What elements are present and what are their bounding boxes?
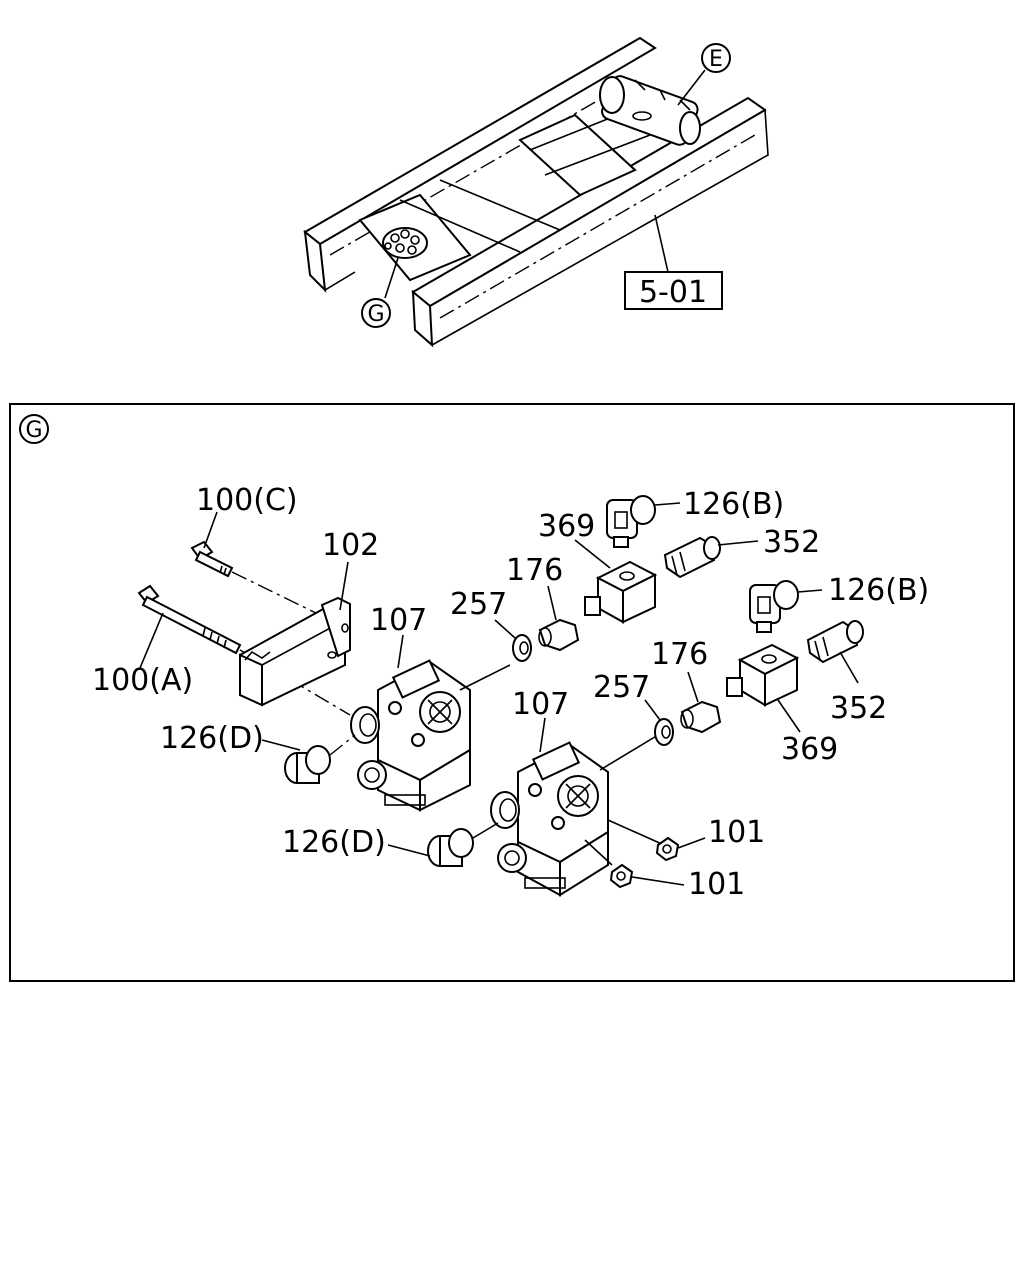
label-valve-107-upper: 107 <box>370 603 427 638</box>
valve-107-upper <box>350 634 511 812</box>
label-adapter-176-upper: 176 <box>506 553 563 588</box>
label-bolt-100-c: 100(C) <box>196 483 298 518</box>
reference-box-5-01[interactable]: 5-01 <box>624 214 723 310</box>
washer-257-upper <box>494 619 532 662</box>
callout-g[interactable]: G <box>361 298 391 328</box>
label-bracket-102: 102 <box>322 528 379 563</box>
plug-126-d-upper <box>261 734 356 784</box>
label-fitting-352-lower: 352 <box>830 691 887 726</box>
frame-rail-right <box>411 96 769 348</box>
fitting-352-upper <box>663 536 759 579</box>
label-washer-257-lower: 257 <box>593 670 650 705</box>
bracket-102 <box>239 561 351 707</box>
component-e-cluster <box>599 69 706 146</box>
nut-101-upper <box>655 836 706 862</box>
component-g-cluster <box>382 227 428 299</box>
label-nut-101-upper: 101 <box>708 815 765 850</box>
frame-rail-left <box>303 36 657 293</box>
elbow-126-b-upper <box>606 495 681 548</box>
elbow-126-b-lower <box>749 580 823 633</box>
label-elbow-126-b-upper: 126(B) <box>683 487 784 522</box>
adapter-176-lower <box>680 671 722 734</box>
nut-101-lower <box>609 863 685 889</box>
label-bolt-100-a: 100(A) <box>92 663 193 698</box>
washer-257-lower <box>644 699 674 746</box>
detail-panel-frame <box>9 403 1015 982</box>
fitting-352-lower <box>806 620 864 684</box>
adapter-176-upper <box>538 585 580 652</box>
block-369-upper <box>574 539 658 624</box>
chassis-overview: E G 5-01 <box>303 36 769 348</box>
callout-g-label: G <box>367 302 384 327</box>
label-block-369-upper: 369 <box>538 509 595 544</box>
label-washer-257-upper: 257 <box>450 587 507 622</box>
callout-e[interactable]: E <box>701 43 731 73</box>
bolt-100-c <box>190 511 321 616</box>
label-valve-107-lower: 107 <box>512 687 569 722</box>
reference-box-label: 5-01 <box>639 275 707 310</box>
callout-e-label: E <box>709 47 723 72</box>
label-block-369-lower: 369 <box>781 732 838 767</box>
plug-126-d-lower <box>387 822 499 867</box>
label-plug-126-d-upper: 126(D) <box>160 721 264 756</box>
label-fitting-352-upper: 352 <box>763 525 820 560</box>
label-nut-101-lower: 101 <box>688 867 745 902</box>
valve-107-lower <box>490 717 665 897</box>
detail-callout-g: G <box>19 414 49 444</box>
label-elbow-126-b-lower: 126(B) <box>828 573 929 608</box>
label-plug-126-d-lower: 126(D) <box>282 825 386 860</box>
label-adapter-176-lower: 176 <box>651 637 708 672</box>
detail-callout-g-label: G <box>25 418 42 443</box>
block-369-lower <box>726 643 801 733</box>
